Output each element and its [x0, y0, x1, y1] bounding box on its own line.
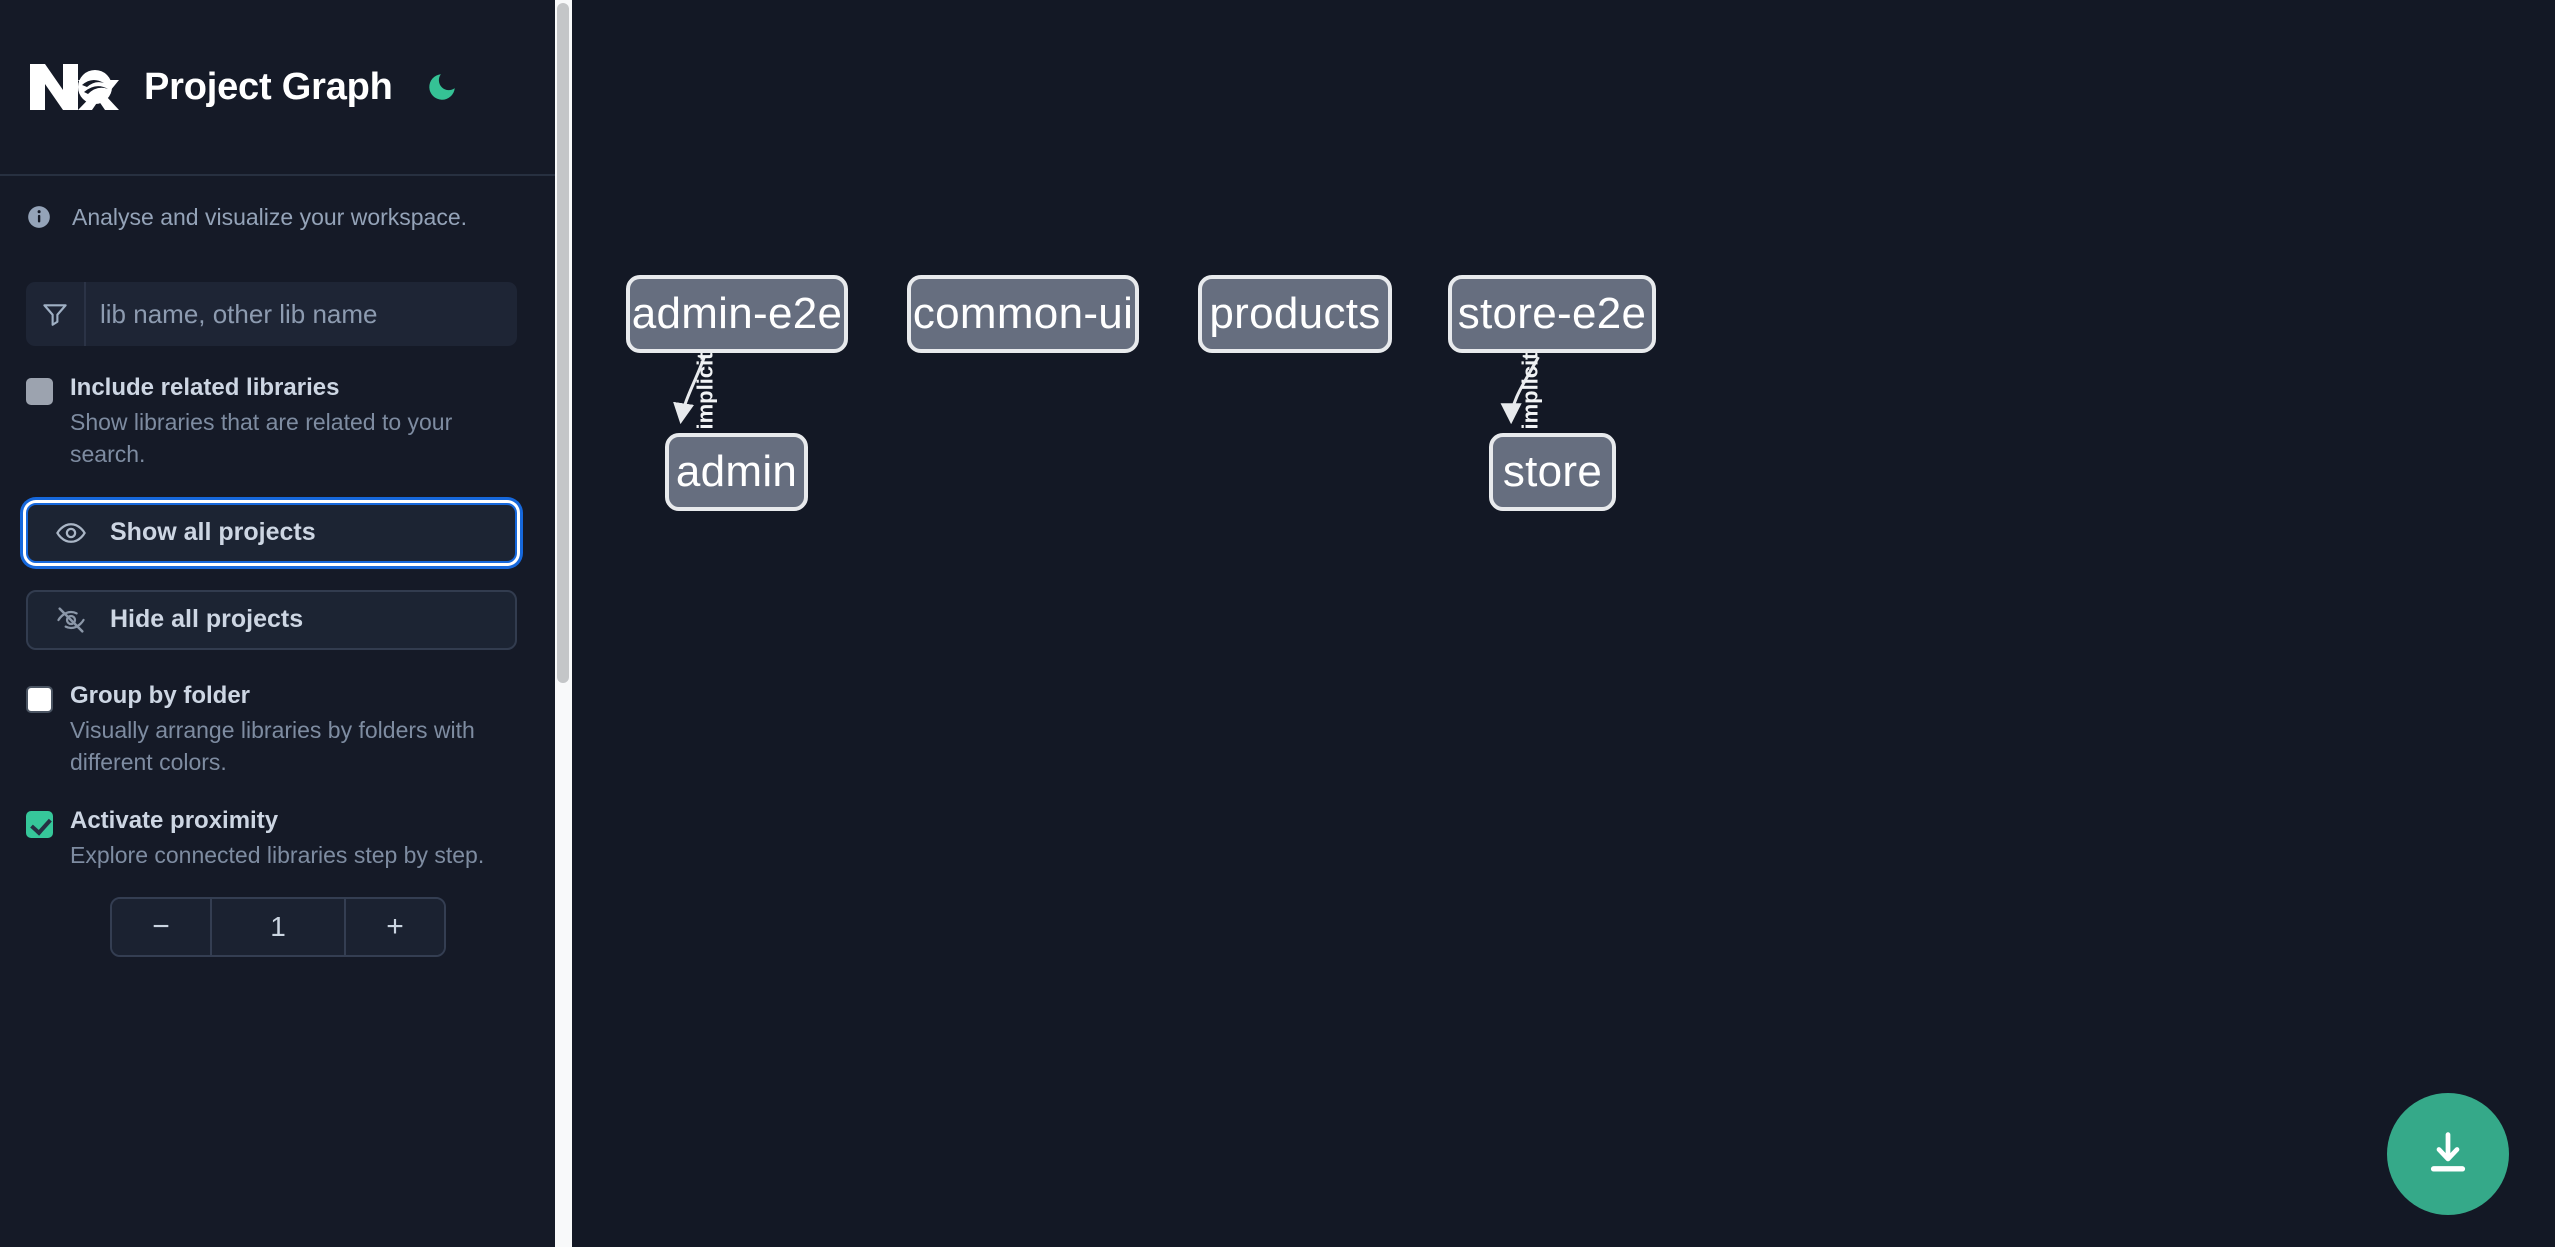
- eye-icon-glyph: [56, 523, 86, 543]
- filter-funnel-icon: [26, 282, 86, 346]
- graph-node-label: store-e2e: [1457, 289, 1647, 338]
- sidebar-scrollbar[interactable]: [555, 0, 572, 1247]
- edge-label-admin-implicit: implicit: [692, 352, 718, 430]
- option-text-block: Include related libraries Show libraries…: [70, 372, 517, 471]
- edge-label-store-implicit: implicit: [1517, 352, 1543, 430]
- sidebar-header: Project Graph: [0, 0, 555, 176]
- option-description: Visually arrange libraries by folders wi…: [70, 716, 475, 776]
- option-title: Group by folder: [70, 681, 250, 709]
- graph-node-label: store: [1502, 447, 1603, 496]
- visibility-button-group: Show all projects Hide all projects: [26, 502, 517, 650]
- graph-canvas[interactable]: admin-e2e common-ui products store-e2e a…: [555, 0, 2555, 1247]
- graph-node-common-ui[interactable]: common-ui: [907, 275, 1139, 353]
- tagline: Analyse and visualize your workspace.: [0, 176, 555, 258]
- eye-off-icon: [54, 603, 88, 637]
- moon-icon-glyph: [428, 74, 455, 100]
- graph-node-label: common-ui: [912, 289, 1134, 338]
- option-description: Show libraries that are related to your …: [70, 408, 453, 468]
- checkbox-group-by-folder[interactable]: [26, 685, 53, 713]
- graph-node-admin-e2e[interactable]: admin-e2e: [626, 275, 848, 353]
- option-description: Explore connected libraries step by step…: [70, 841, 485, 868]
- filter-funnel-icon-glyph: [43, 304, 67, 326]
- graph-node-products[interactable]: products: [1198, 275, 1392, 353]
- option-title: Activate proximity: [70, 806, 279, 834]
- checkbox-include-related-libraries[interactable]: [26, 378, 53, 405]
- stepper-decrement-button[interactable]: −: [112, 899, 212, 956]
- stepper-increment-button[interactable]: +: [344, 899, 444, 956]
- graph-node-label: products: [1209, 289, 1381, 338]
- graph-edges: [673, 356, 1540, 425]
- graph-node-admin[interactable]: admin: [665, 433, 808, 511]
- search-input[interactable]: [86, 282, 517, 346]
- tagline-text: Analyse and visualize your workspace.: [72, 203, 468, 230]
- stepper-value[interactable]: 1: [212, 899, 344, 956]
- option-group-by-folder[interactable]: Group by folder Visually arrange librari…: [0, 680, 555, 779]
- nx-logo: [30, 64, 119, 110]
- option-text-block: Group by folder Visually arrange librari…: [70, 680, 517, 779]
- option-include-related-libraries[interactable]: Include related libraries Show libraries…: [0, 372, 555, 471]
- eye-off-icon-glyph: [57, 607, 85, 633]
- moon-icon[interactable]: [421, 66, 463, 108]
- option-activate-proximity[interactable]: Activate proximity Explore connected lib…: [0, 805, 555, 871]
- page-title: Project Graph: [144, 65, 393, 108]
- hide-all-projects-label: Hide all projects: [110, 605, 304, 634]
- download-icon: [2430, 1132, 2466, 1172]
- sidebar: Project Graph Analyse and visualize your…: [0, 0, 555, 1247]
- graph-node-label: admin: [675, 447, 798, 496]
- hide-all-projects-button[interactable]: Hide all projects: [26, 589, 517, 650]
- checkbox-activate-proximity[interactable]: [26, 810, 53, 838]
- info-icon: [28, 206, 50, 228]
- eye-icon: [54, 516, 88, 550]
- sidebar-scrollbar-thumb[interactable]: [557, 3, 569, 683]
- show-all-projects-button[interactable]: Show all projects: [26, 502, 517, 563]
- option-title: Include related libraries: [70, 374, 340, 401]
- filter-bar: [26, 282, 517, 346]
- graph-node-label: admin-e2e: [631, 289, 843, 338]
- option-text-block: Activate proximity Explore connected lib…: [70, 805, 517, 871]
- proximity-stepper: − 1 +: [110, 897, 446, 958]
- download-image-button[interactable]: [2387, 1093, 2509, 1215]
- graph-node-store-e2e[interactable]: store-e2e: [1448, 275, 1656, 353]
- graph-node-store[interactable]: store: [1489, 433, 1616, 511]
- show-all-projects-label: Show all projects: [110, 518, 316, 547]
